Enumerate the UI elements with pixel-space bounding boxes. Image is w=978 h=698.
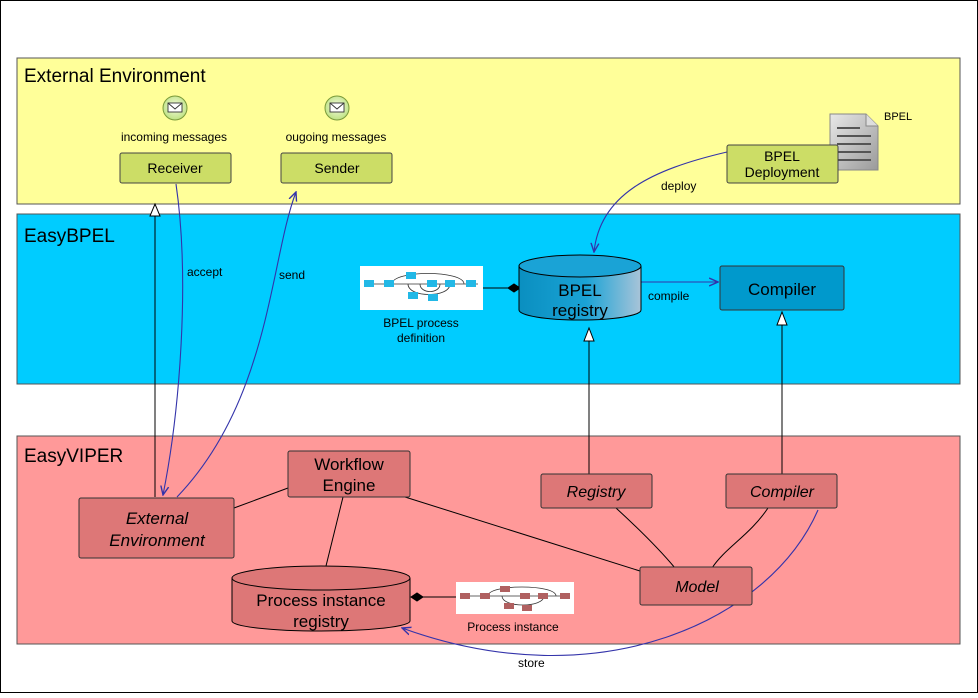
easyviper-compiler-node[interactable]: Compiler (725, 473, 838, 509)
bpel-document-label: BPEL (884, 111, 912, 123)
instance-registry-label-line2: registry (293, 612, 349, 631)
document-icon (829, 113, 879, 171)
edge-label-send: send (279, 268, 305, 282)
lane-external-title: External Environment (24, 66, 206, 87)
instance-registry-cylinder-top (231, 565, 411, 591)
edge-label-compile: compile (648, 289, 690, 303)
bpel-deployment-node[interactable]: BPEL Deployment (726, 144, 839, 184)
process-instance-label: Process instance (467, 620, 559, 634)
incoming-message-event[interactable]: incoming messages (121, 95, 227, 144)
bpel-document[interactable]: BPEL (829, 111, 912, 171)
envelope-icon-flap (329, 102, 345, 110)
edge-accept (163, 183, 184, 495)
sender-node[interactable]: Sender (280, 152, 393, 184)
easyviper-external-label-line2: Environment (109, 531, 206, 550)
easybpel-compiler-label: Compiler (748, 280, 816, 299)
receiver-node[interactable]: Receiver (119, 152, 232, 184)
inherit-arrowhead-compiler (776, 310, 788, 326)
easyviper-registry-node[interactable]: Registry (540, 473, 653, 509)
directed-edges (163, 151, 819, 657)
easyviper-external-environment-box (78, 497, 235, 559)
bpel-deployment-box (726, 144, 839, 184)
easyviper-external-environment-node[interactable]: External Environment (78, 497, 235, 559)
process-definition-label-line1: BPEL process (383, 316, 459, 330)
outgoing-messages-label: ougoing messages (286, 130, 387, 144)
bpel-registry-label-line2: registry (552, 301, 608, 320)
process-instance-registry-node[interactable]: Process instance registry (231, 565, 411, 632)
process-instance[interactable]: Process instance (456, 582, 574, 634)
composition-diamond-instance (410, 592, 424, 602)
assoc-registry-model (615, 507, 676, 569)
edge-send (176, 192, 296, 498)
workflow-engine-box (287, 450, 411, 498)
model-box (639, 566, 753, 606)
instance-registry-cylinder-body (231, 578, 411, 632)
edge-label-store: store (518, 656, 545, 670)
easyviper-registry-label: Registry (567, 484, 627, 501)
easybpel-compiler-node[interactable]: Compiler (719, 265, 845, 311)
bpel-deployment-label-line2: Deployment (745, 164, 820, 180)
connectors (149, 202, 788, 602)
process-flow-icon-tasks (364, 272, 476, 301)
lane-easybpel-title: EasyBPEL (24, 226, 115, 247)
model-node[interactable]: Model (639, 566, 753, 606)
inherit-arrowhead-registry (583, 326, 595, 342)
edge-deploy (594, 151, 728, 252)
document-icon-lines (837, 127, 871, 161)
sender-label: Sender (314, 160, 359, 176)
workflow-engine-node[interactable]: Workflow Engine (287, 450, 411, 498)
incoming-messages-label: incoming messages (121, 130, 227, 144)
assoc-compiler-model (711, 507, 769, 569)
envelope-icon-flap (167, 102, 183, 110)
edge-label-accept: accept (187, 265, 223, 279)
receiver-box (119, 152, 232, 184)
bpel-registry-node[interactable]: BPEL registry (518, 254, 642, 321)
outgoing-message-event[interactable]: ougoing messages (286, 95, 387, 144)
workflow-engine-label-line2: Engine (323, 476, 376, 495)
bpel-process-definition[interactable]: BPEL process definition (360, 266, 483, 345)
easyviper-compiler-label: Compiler (750, 484, 815, 501)
process-flow-icon (364, 273, 478, 295)
bpel-registry-cylinder-body (518, 266, 642, 321)
easyviper-external-label-line1: External (126, 509, 190, 528)
process-instance-flow-icon-tasks (460, 586, 570, 611)
envelope-icon-body (167, 102, 183, 113)
document-icon-fold (865, 114, 878, 127)
workflow-engine-label-line1: Workflow (314, 455, 384, 474)
sender-box (280, 152, 393, 184)
easyviper-compiler-box (725, 473, 838, 509)
edge-store (402, 509, 819, 657)
instance-registry-label-line1: Process instance (256, 591, 385, 610)
easybpel-compiler-box (719, 265, 845, 311)
process-definition-label-line2: definition (397, 331, 445, 345)
assoc-workflow-external (233, 487, 289, 509)
inherit-arrowhead-external (149, 202, 161, 217)
assoc-workflow-model (404, 496, 641, 572)
bpel-deployment-label-line1: BPEL (764, 148, 800, 164)
model-label: Model (675, 579, 719, 596)
lane-easyviper-title: EasyVIPER (24, 446, 123, 467)
bpel-registry-cylinder-top (518, 254, 642, 278)
receiver-label: Receiver (147, 160, 203, 176)
assoc-workflow-instance (325, 496, 344, 567)
envelope-icon-body (329, 102, 345, 113)
edge-label-deploy: deploy (661, 179, 696, 193)
bpel-registry-label-line1: BPEL (558, 281, 601, 300)
easyviper-registry-box (540, 473, 653, 509)
